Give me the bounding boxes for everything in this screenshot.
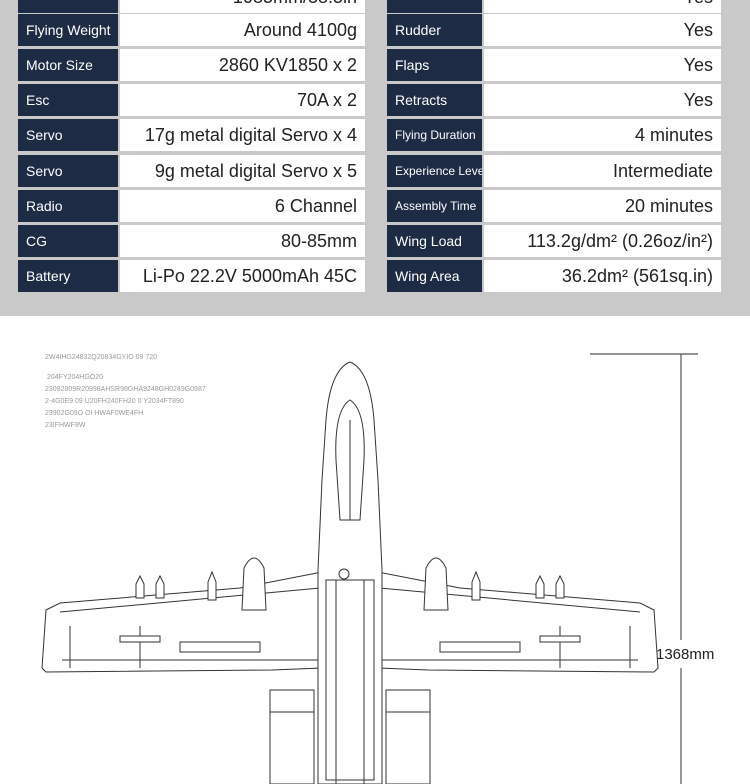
spec-value: 17g metal digital Servo x 4 xyxy=(120,119,365,151)
spec-value: 20 minutes xyxy=(484,190,721,222)
spec-panel: 1085mm/38.5in Flying Weight Around 4100g… xyxy=(0,0,750,316)
spec-row-wing-load: Wing Load 113.2g/dm² (0.26oz/in²) xyxy=(387,225,721,257)
spec-row-flying-weight: Flying Weight Around 4100g xyxy=(18,14,365,46)
spec-row-esc: Esc 70A x 2 xyxy=(18,84,365,116)
spec-row-wingspan: 1085mm/38.5in xyxy=(18,0,365,13)
spec-label: Radio xyxy=(18,190,118,222)
spec-row-cg: CG 80-85mm xyxy=(18,225,365,257)
spec-value: Around 4100g xyxy=(120,14,365,46)
spec-label: Assembly Time xyxy=(387,190,482,222)
spec-row-flying-duration: Flying Duration 4 minutes xyxy=(387,119,721,151)
spec-label: Esc xyxy=(18,84,118,116)
spec-row-rudder: Rudder Yes xyxy=(387,14,721,46)
note-line: 2W4IHG24832Q20834GYIO 09 720 xyxy=(45,354,158,361)
spec-label: Servo xyxy=(18,119,118,151)
spec-row-radio: Radio 6 Channel xyxy=(18,190,365,222)
spec-value: 36.2dm² (561sq.in) xyxy=(484,260,721,292)
spec-row-retracts: Retracts Yes xyxy=(387,84,721,116)
spec-label: Rudder xyxy=(387,14,482,46)
spec-row-servo-17g: Servo 17g metal digital Servo x 4 xyxy=(18,119,365,151)
note-line: 23092809R20998AHSR98GHA9248GH0249G0987 xyxy=(45,386,206,393)
spec-row-aileron: Yes xyxy=(387,0,721,13)
aircraft-top-view-drawing xyxy=(41,353,698,784)
right-wing xyxy=(377,571,659,673)
spec-label: Experience Level xyxy=(387,155,482,187)
spec-label: Wing Load xyxy=(387,225,482,257)
left-engine xyxy=(241,557,267,611)
spec-label: CG xyxy=(18,225,118,257)
spec-value: 70A x 2 xyxy=(120,84,365,116)
spec-value: Intermediate xyxy=(484,155,721,187)
spec-value: Yes xyxy=(484,14,721,46)
right-rear-engine xyxy=(385,689,431,784)
spec-value: 80-85mm xyxy=(120,225,365,257)
left-wing xyxy=(41,571,323,673)
spec-row-assembly-time: Assembly Time 20 minutes xyxy=(387,190,721,222)
spec-label: Retracts xyxy=(387,84,482,116)
spec-label xyxy=(387,0,482,13)
spec-row-motor-size: Motor Size 2860 KV1850 x 2 xyxy=(18,49,365,81)
spec-label: Flaps xyxy=(387,49,482,81)
spec-value: 4 minutes xyxy=(484,119,721,151)
spec-value: Yes xyxy=(484,0,721,13)
spec-label: Flying Weight xyxy=(18,14,118,46)
length-dimension-label: 1368mm xyxy=(656,646,715,663)
spec-label xyxy=(18,0,118,13)
spec-value: Li-Po 22.2V 5000mAh 45C xyxy=(120,260,365,292)
note-line: 23IFHWF8W xyxy=(45,422,86,429)
spec-value: Yes xyxy=(484,84,721,116)
spec-value: 6 Channel xyxy=(120,190,365,222)
spec-label: Wing Area xyxy=(387,260,482,292)
spec-value: 113.2g/dm² (0.26oz/in²) xyxy=(484,225,721,257)
spec-label: Motor Size xyxy=(18,49,118,81)
spec-value: Yes xyxy=(484,49,721,81)
spec-row-battery: Battery Li-Po 22.2V 5000mAh 45C xyxy=(18,260,365,292)
spec-row-servo-9g: Servo 9g metal digital Servo x 5 xyxy=(18,155,365,187)
spec-value: 9g metal digital Servo x 5 xyxy=(120,155,365,187)
spec-row-flaps: Flaps Yes xyxy=(387,49,721,81)
spec-value: 2860 KV1850 x 2 xyxy=(120,49,365,81)
note-line: 204FY204HGO20 xyxy=(47,374,104,381)
spec-row-wing-area: Wing Area 36.2dm² (561sq.in) xyxy=(387,260,721,292)
spec-row-experience-level: Experience Level Intermediate xyxy=(387,155,721,187)
note-line: 2-4G0E9 09 U20FH240FH20 0 Y2034FT890 xyxy=(45,398,184,405)
spec-label: Servo xyxy=(18,155,118,187)
spec-label: Battery xyxy=(18,260,118,292)
right-engine xyxy=(423,557,449,611)
note-line: 23902G09O OI HWAF0WE4FH xyxy=(45,410,144,417)
left-rear-engine xyxy=(269,689,315,784)
spec-label: Flying Duration xyxy=(387,119,482,151)
spec-value: 1085mm/38.5in xyxy=(120,0,365,13)
drawing-notes: 2W4IHG24832Q20834GYIO 09 720 204FY204HGO… xyxy=(45,352,206,432)
